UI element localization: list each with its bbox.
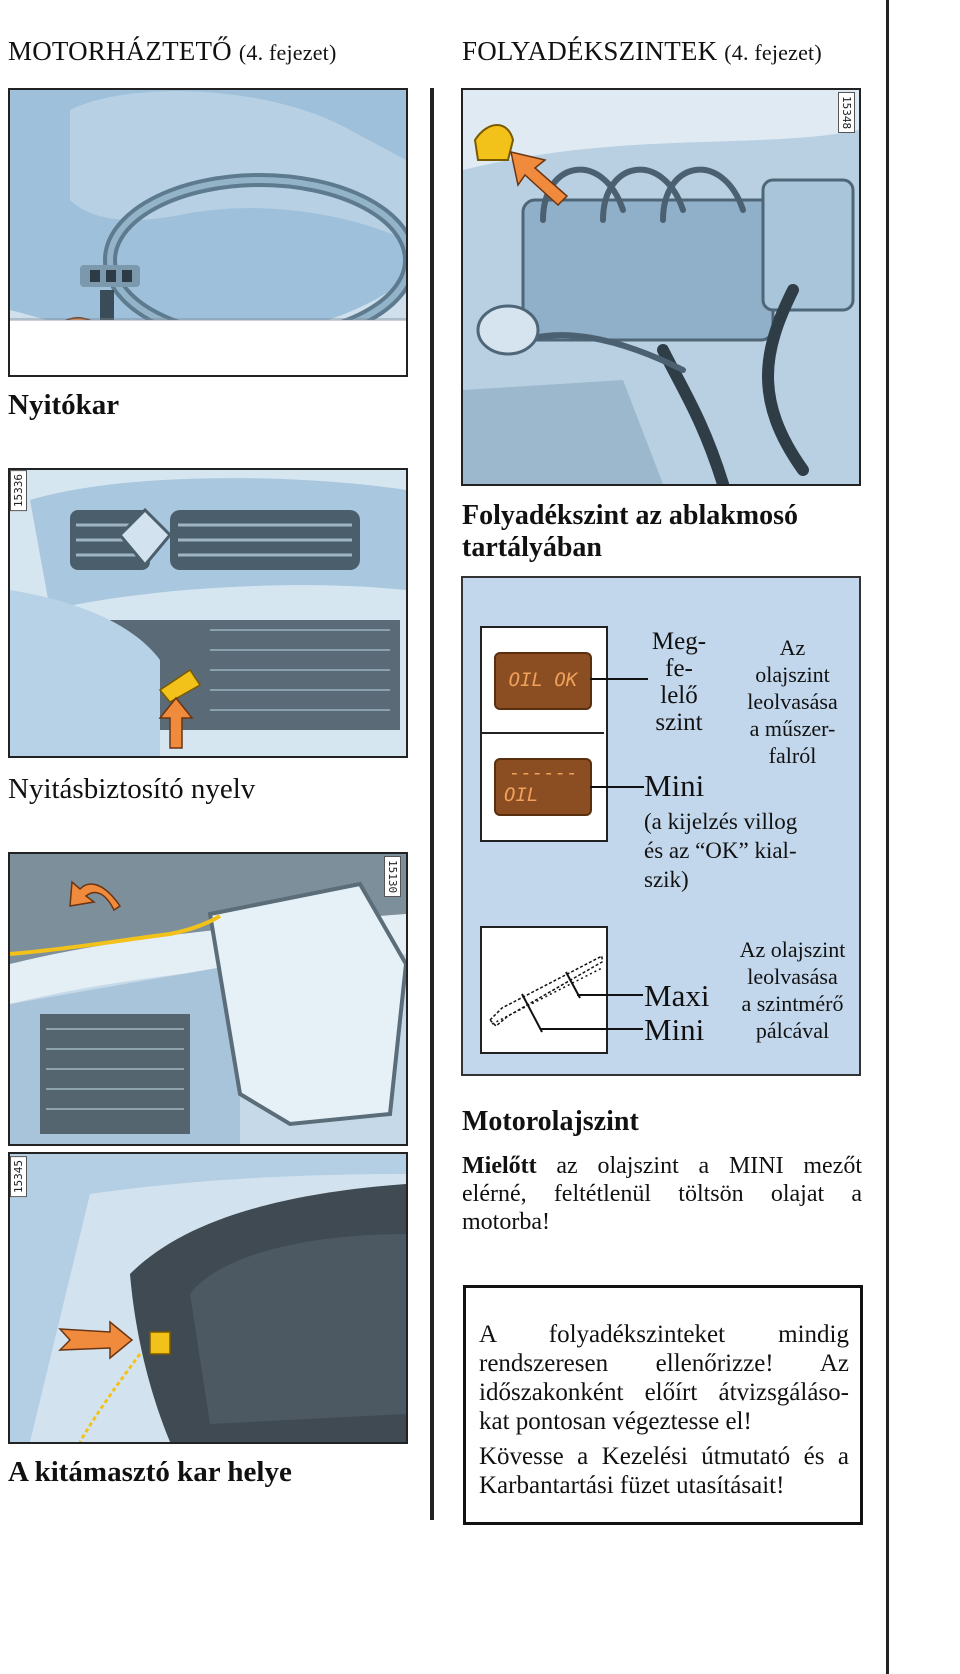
hood-cable-photo — [8, 852, 408, 1146]
dipstick-reading-line3: a szintmérő — [741, 991, 844, 1016]
stay-rod-caption: A kitámasztó kar helye — [8, 1456, 292, 1488]
dashboard-reading-line5: falról — [768, 743, 817, 768]
oil-level-text: Mielőtt az olajszint a MINI mezőt elérné… — [462, 1152, 862, 1236]
dipstick-box — [480, 926, 608, 1054]
dipstick-reading-line4: pálcával — [755, 1018, 830, 1043]
safety-catch-photo — [8, 468, 408, 758]
notice-line3: időszakonként előírt átvizsgáláso- — [479, 1379, 849, 1406]
lcd-oil-mini: ------ OIL — [494, 758, 592, 816]
lcd-oil-mini-dashes: ------ — [508, 762, 578, 784]
dipstick-reading-line1: Az olajszint — [739, 937, 846, 962]
maintenance-notice-box: A folyadékszinteket mindig rendszeresen … — [463, 1285, 863, 1525]
mini-leader — [590, 786, 644, 788]
notice-line5: Kövesse a Kezelési útmutató és a — [479, 1443, 849, 1470]
notice-line1: A folyadékszinteket mindig — [479, 1321, 849, 1348]
mini-note: (a kijelzés villog és az “OK” kial- szik… — [644, 807, 849, 894]
engine-bay-image-code: 15348 — [838, 92, 855, 134]
fluid-levels-heading-chapter: (4. fejezet) — [724, 40, 822, 65]
oil-level-text-line2: elérné, feltétlenül töltsön olajat a — [462, 1181, 862, 1207]
dipstick-reading-line2: leolvasása — [747, 964, 838, 989]
correct-level-label: Meg- fe- lelő szint — [643, 628, 715, 736]
hood-cable-image-code: 15130 — [384, 856, 401, 898]
correct-level-line2: fe- — [665, 655, 693, 682]
fluid-levels-heading-main: FOLYADÉKSZINTEK — [462, 36, 718, 66]
page-margin-rule — [886, 0, 889, 1674]
notice-line6: Karbantartási füzet utasításait! — [479, 1472, 785, 1499]
correct-level-line1: Meg- — [651, 628, 707, 655]
lcd-oil-ok: OIL OK — [494, 652, 592, 710]
notice-line2: rendszeresen ellenőrizze! Az — [479, 1350, 849, 1377]
mini-note-line3: szik) — [644, 867, 689, 892]
mini-note-line1: (a kijelzés villog — [644, 809, 798, 834]
engine-bay-photo — [461, 88, 861, 486]
mini-note-line2: és az “OK” kial- — [644, 838, 797, 863]
dipstick-reading-label: Az olajszint leolvasása a szintmérő pálc… — [725, 936, 860, 1044]
stay-rod-image-code: 15345 — [10, 1156, 27, 1198]
washer-level-caption-line2: tartályában — [462, 532, 602, 563]
maintenance-notice-text: A folyadékszinteket mindig rendszeresen … — [479, 1320, 849, 1500]
safety-catch-caption: Nyitásbiztosító nyelv — [8, 773, 256, 805]
maxi-leader — [577, 994, 643, 996]
mini-2-leader — [540, 1028, 643, 1030]
oil-level-text-rest: az olajszint a MINI mezőt — [556, 1153, 862, 1179]
oil-level-text-line3: motorba! — [462, 1209, 550, 1235]
dashboard-reading-line3: leolvasása — [747, 689, 838, 714]
correct-level-leader — [590, 678, 648, 680]
oil-level-text-bold: Mielőtt — [462, 1153, 537, 1179]
fluid-levels-heading: FOLYADÉKSZINTEK (4. fejezet) — [462, 36, 822, 67]
column-divider — [430, 88, 434, 1520]
washer-level-caption-line1: Folyadékszint az ablakmosó — [462, 500, 799, 531]
mini-label-2: Mini — [644, 1012, 705, 1047]
oil-level-text-line1: Mielőtt az olajszint a MINI mezőt — [462, 1152, 862, 1180]
oil-level-heading: Motorolajszint — [462, 1106, 639, 1137]
hood-heading-chapter: (4. fejezet) — [238, 40, 337, 65]
release-lever-photo — [8, 88, 408, 377]
release-lever-caption: Nyitókar — [8, 389, 120, 421]
stay-rod-photo — [8, 1152, 408, 1444]
dashboard-reading-line1: Az — [779, 635, 806, 660]
notice-line4: kat pontosan végeztesse el! — [479, 1408, 752, 1435]
dashboard-reading-label: Az olajszint leolvasása a műszer- falról — [730, 634, 855, 769]
hood-heading: MOTORHÁZTETŐ (4. fejezet) — [8, 36, 337, 67]
hood-heading-main: MOTORHÁZTETŐ — [8, 36, 232, 66]
lcd-oil-mini-text: OIL — [504, 784, 539, 806]
dipstick-icon — [488, 954, 603, 1033]
maxi-label: Maxi — [644, 978, 710, 1013]
safety-catch-image-code: 15336 — [10, 470, 27, 512]
correct-level-line3: lelő — [660, 682, 698, 709]
lcd-divider — [482, 732, 604, 734]
dashboard-reading-line4: a műszer- — [749, 716, 836, 741]
dashboard-reading-line2: olajszint — [755, 662, 830, 687]
mini-label: Mini — [644, 768, 705, 803]
lcd-oil-ok-text: OIL OK — [508, 669, 578, 691]
correct-level-line4: szint — [655, 709, 703, 736]
washer-level-caption: Folyadékszint az ablakmosó tartályában — [462, 500, 798, 564]
